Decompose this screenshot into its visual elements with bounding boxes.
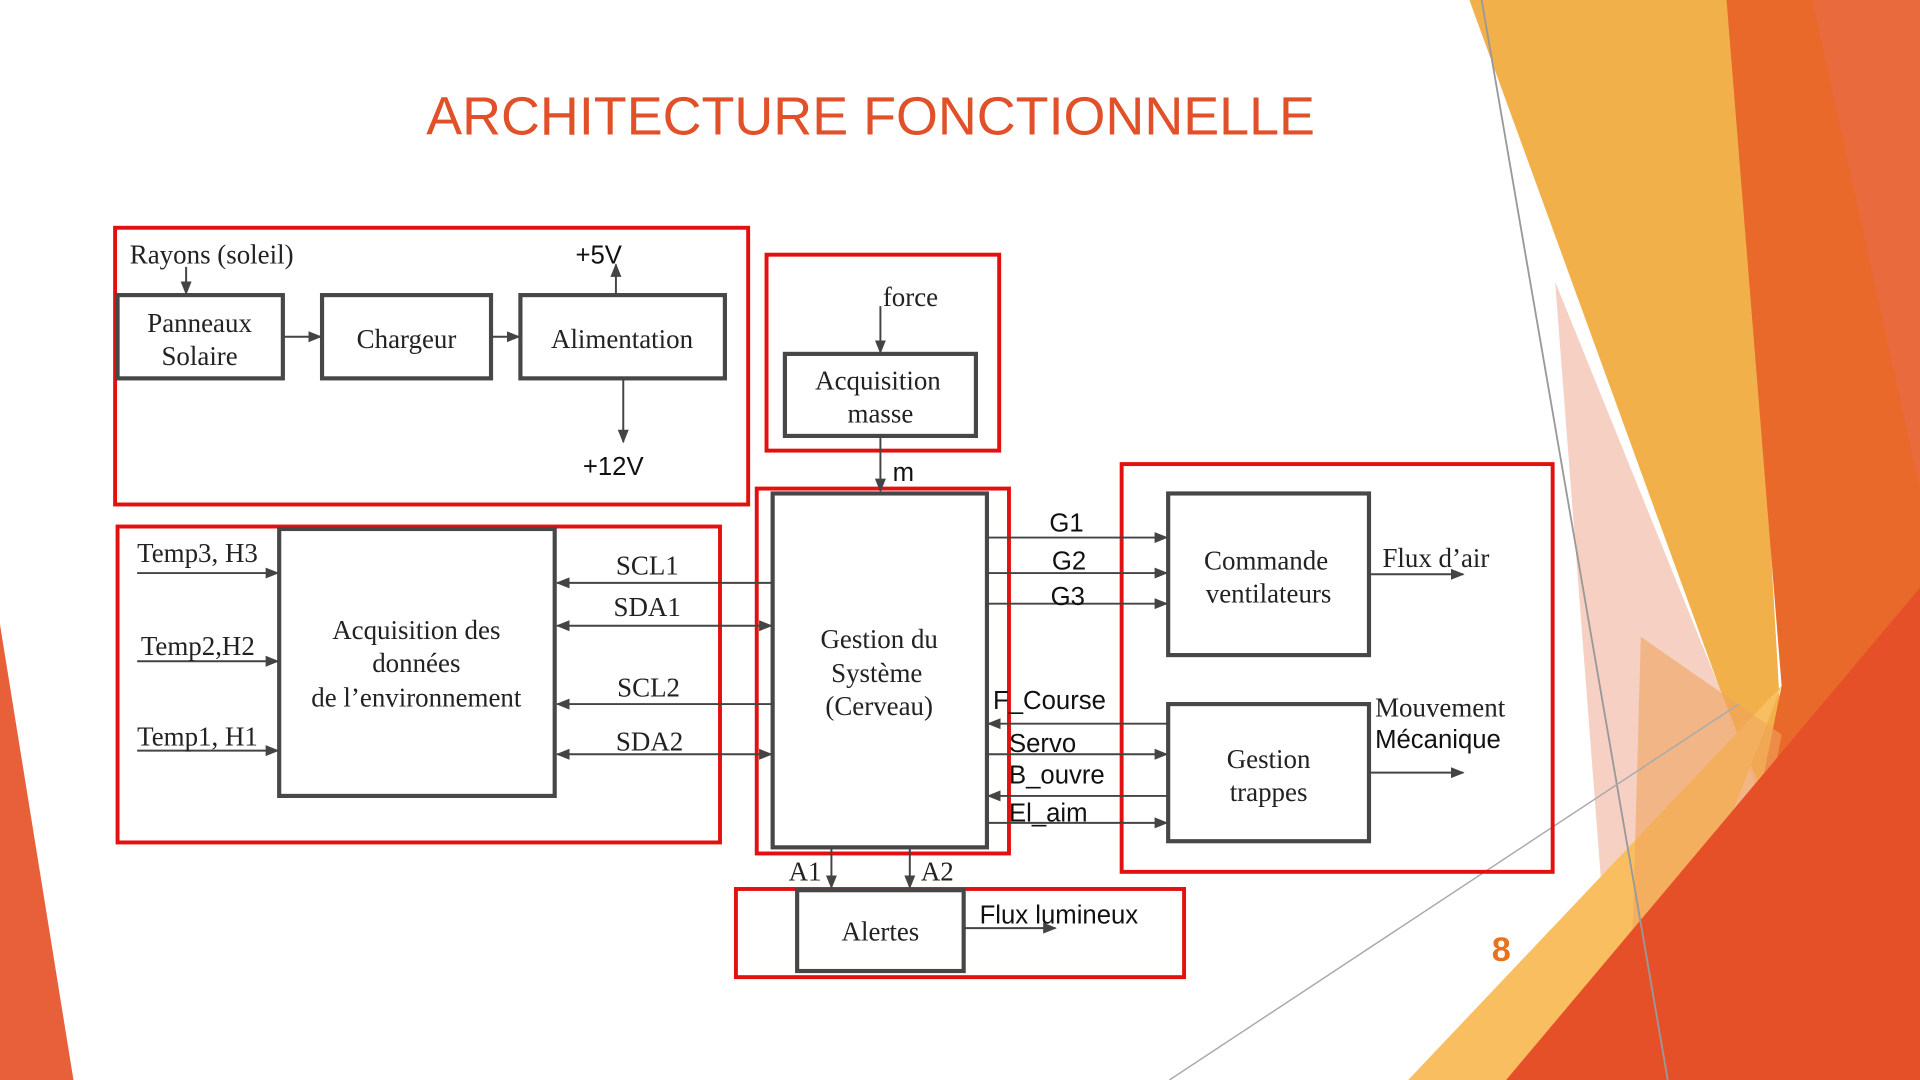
block-label: Gestion du bbox=[820, 624, 937, 654]
signal-label: B_ouvre bbox=[1009, 762, 1105, 790]
page-number: 8 bbox=[1492, 931, 1511, 969]
block-label: Panneaux bbox=[147, 308, 252, 338]
signal-label: A1 bbox=[789, 856, 822, 886]
block-label: masse bbox=[848, 398, 914, 428]
signal-label: El_aim bbox=[1009, 800, 1088, 828]
connections bbox=[137, 263, 1465, 934]
signal-label: +12V bbox=[583, 453, 645, 481]
group-weight bbox=[764, 252, 1002, 453]
signal-label: Temp3, H3 bbox=[137, 538, 258, 568]
block-label: ventilateurs bbox=[1206, 578, 1332, 608]
block-alimentation bbox=[518, 293, 727, 381]
block-gestion-systeme bbox=[770, 491, 990, 850]
signal-label: SDA1 bbox=[613, 592, 680, 622]
signal-label: Flux lumineux bbox=[980, 901, 1139, 929]
block-label: Alertes bbox=[842, 916, 920, 946]
signal-label: F_Course bbox=[993, 687, 1106, 715]
signal-label: Temp1, H1 bbox=[137, 722, 258, 752]
block-label: Commande bbox=[1204, 545, 1328, 575]
block-label: Système bbox=[831, 658, 922, 688]
block-chargeur bbox=[319, 293, 494, 381]
signal-label: G2 bbox=[1052, 547, 1086, 575]
signal-label: Temp2,H2 bbox=[141, 631, 255, 661]
group-actuators bbox=[1119, 462, 1555, 874]
signal-label: Mécanique bbox=[1375, 726, 1501, 754]
block-label: données bbox=[372, 648, 460, 678]
signal-label: Mouvement bbox=[1375, 692, 1506, 722]
block-label: de l’environnement bbox=[311, 683, 522, 713]
signal-label: G1 bbox=[1049, 509, 1083, 537]
block-label: trappes bbox=[1230, 777, 1308, 807]
signal-label: Servo bbox=[1009, 730, 1076, 758]
signal-label: Flux d’air bbox=[1382, 543, 1489, 573]
signal-label: m bbox=[893, 459, 914, 487]
signal-label: G3 bbox=[1051, 583, 1085, 611]
signal-label: SCL2 bbox=[617, 673, 680, 703]
block-label: Gestion bbox=[1227, 744, 1311, 774]
block-label: Acquisition des bbox=[332, 615, 500, 645]
signal-label: SDA2 bbox=[616, 727, 683, 757]
slide-title: ARCHITECTURE FONCTIONNELLE bbox=[426, 87, 1315, 147]
block-commande-ventilateurs bbox=[1166, 491, 1372, 658]
signal-label: A2 bbox=[921, 856, 954, 886]
signal-label: Rayons (soleil) bbox=[130, 239, 294, 269]
block-label: Chargeur bbox=[357, 324, 457, 354]
block-label: Solaire bbox=[161, 341, 237, 371]
group-environment bbox=[115, 524, 722, 845]
block-label: (Cerveau) bbox=[825, 691, 933, 721]
block-alertes bbox=[795, 888, 966, 974]
signal-label: +5V bbox=[576, 241, 623, 269]
block-acquisition-donnees bbox=[277, 526, 557, 798]
block-label: Acquisition bbox=[815, 365, 941, 395]
signal-label: SCL1 bbox=[616, 550, 679, 580]
block-label: Alimentation bbox=[551, 324, 694, 354]
signal-label: force bbox=[883, 282, 938, 312]
group-power bbox=[113, 225, 751, 507]
